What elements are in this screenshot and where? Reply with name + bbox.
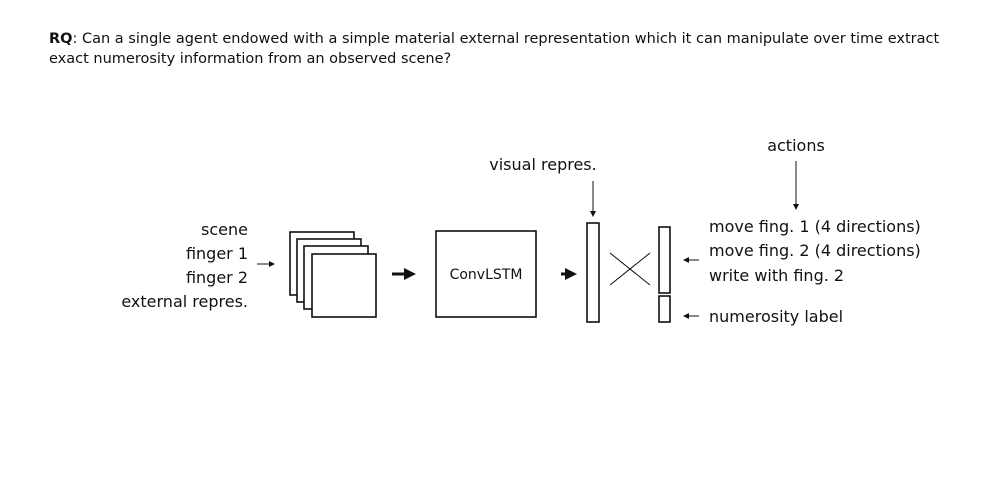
rq-text: : Can a single agent endowed with a simp… bbox=[49, 31, 940, 67]
fully-connected-cross bbox=[609, 252, 651, 286]
numerosity-output-vector bbox=[658, 295, 671, 323]
research-question: RQ: Can a single agent endowed with a si… bbox=[49, 30, 949, 69]
actions-label: actions bbox=[767, 136, 825, 155]
input-label-finger-2: finger 2 bbox=[186, 268, 248, 287]
numerosity-label: numerosity label bbox=[709, 307, 843, 326]
visual-repr-label: visual repres. bbox=[489, 155, 596, 174]
input-label-scene: scene bbox=[201, 220, 248, 239]
input-frame-stack bbox=[289, 231, 377, 318]
input-label-finger-1: finger 1 bbox=[186, 244, 248, 263]
visual-repr-vector bbox=[586, 222, 600, 323]
action-output-vector bbox=[658, 226, 671, 294]
input-label-external-repres: external repres. bbox=[121, 292, 248, 311]
action-move-finger-1: move fing. 1 (4 directions) bbox=[709, 217, 921, 236]
action-write-finger-2: write with fing. 2 bbox=[709, 266, 844, 285]
action-move-finger-2: move fing. 2 (4 directions) bbox=[709, 241, 921, 260]
convlstm-box bbox=[435, 230, 537, 318]
arrow-to-convlstm bbox=[392, 268, 416, 280]
rq-prefix: RQ bbox=[49, 31, 73, 47]
arrow-to-visual-repr bbox=[561, 268, 577, 280]
convlstm-label: ConvLSTM bbox=[450, 267, 523, 283]
